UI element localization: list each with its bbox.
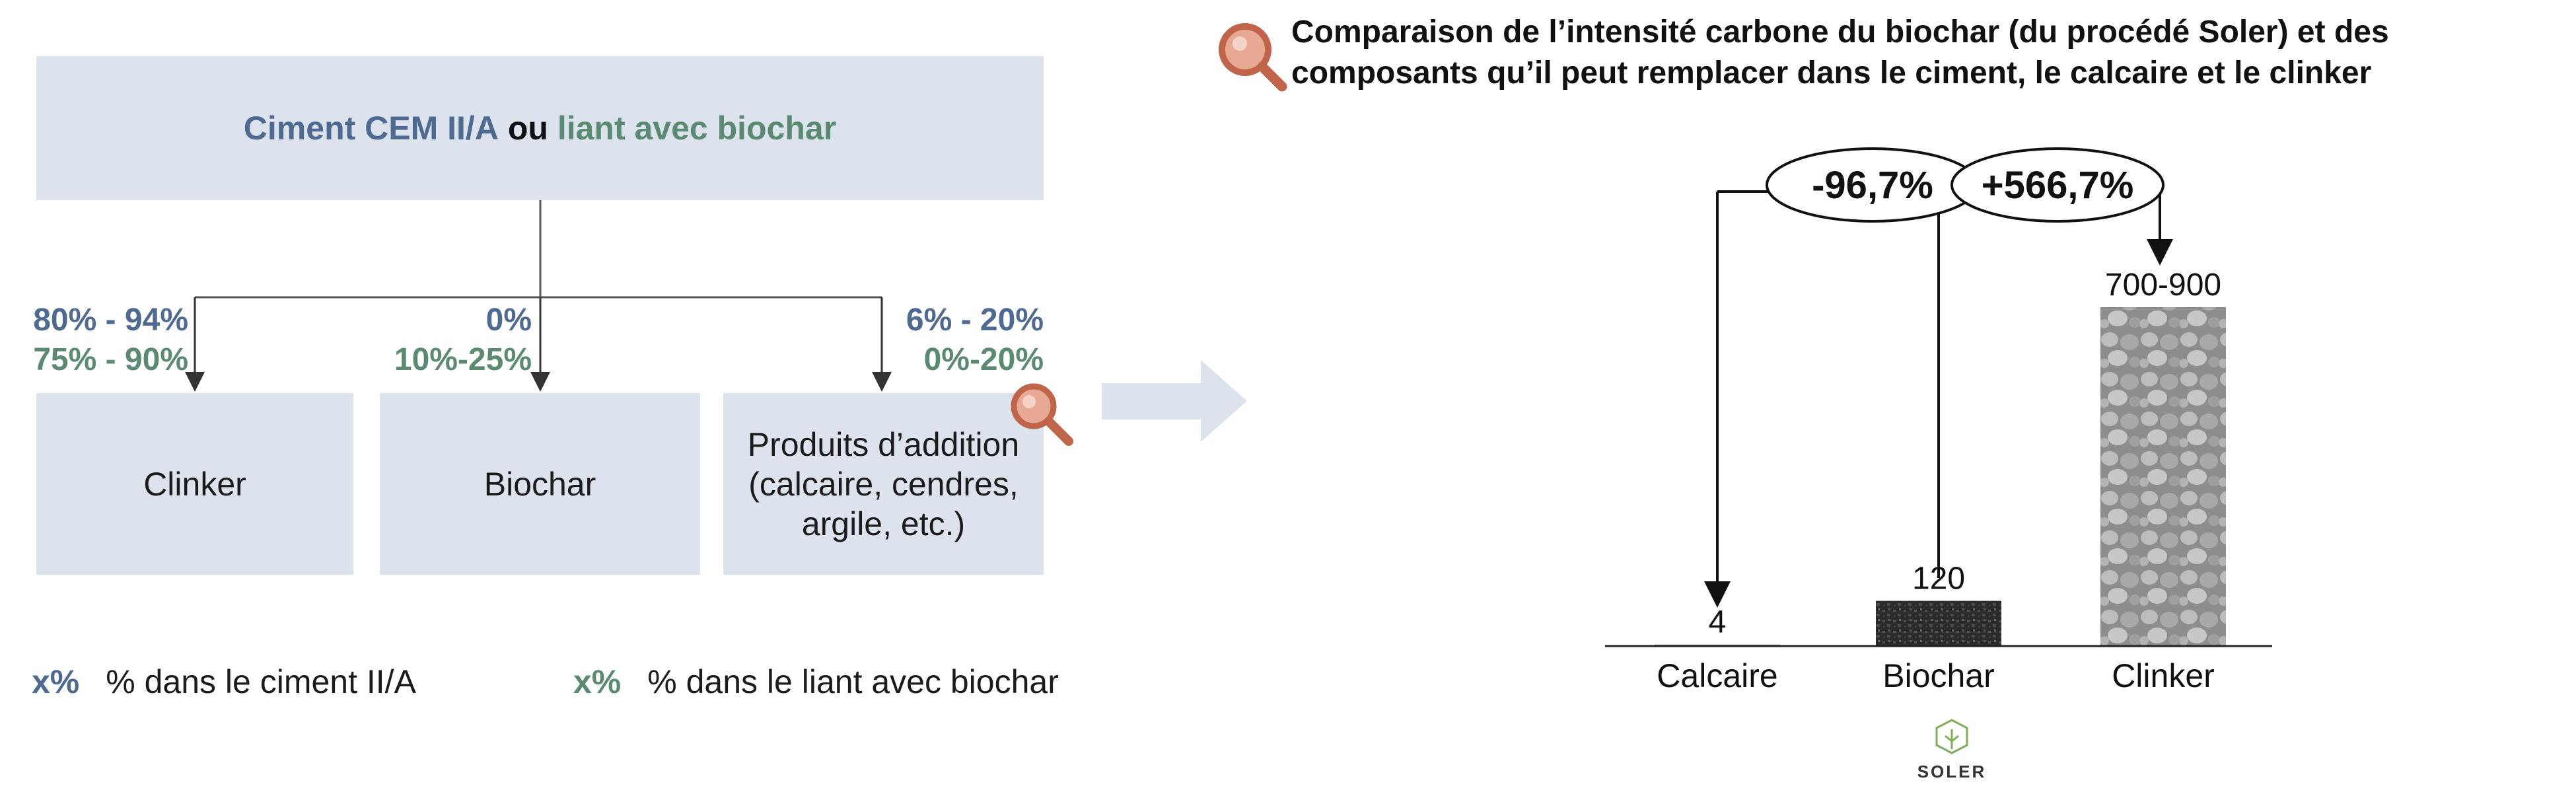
box-produits: Produits d’addition (calcaire, cendres, … [723, 393, 1044, 575]
value-label-clinker: 700-900 [2105, 268, 2221, 303]
top-box-liant: liant avec biochar [557, 110, 837, 147]
pct-biochar-ciment: 0% [485, 303, 532, 338]
category-label-clinker: Clinker [2112, 657, 2215, 694]
tree-connectors [185, 200, 892, 392]
top-box: Ciment CEM II/A ou liant avec biochar [36, 56, 1044, 200]
box-clinker-label: Clinker [143, 465, 246, 503]
legend-ciment: x% % dans le ciment II/A [32, 663, 416, 701]
soler-logo-icon: SOLER [1917, 719, 1987, 781]
delta-clinker-ellipse [1950, 147, 2165, 223]
bar-clinker [2100, 307, 2226, 646]
magnifier-icon [1011, 383, 1073, 446]
pct-clinker-liant: 75% - 90% [33, 342, 188, 377]
category-label-biochar: Biochar [1882, 657, 1995, 694]
pct-biochar-liant: 10%-25% [394, 342, 532, 377]
top-box-ciment: Ciment CEM II/A [243, 110, 499, 147]
pct-produits-ciment: 6% - 20% [906, 303, 1044, 338]
pct-clinker-ciment: 80% - 94% [33, 303, 188, 338]
value-label-biochar: 120 [1912, 561, 1965, 597]
legend-ciment-text: % dans le ciment II/A [106, 663, 416, 700]
box-biochar-label: Biochar [483, 465, 596, 503]
soler-logo-text: SOLER [1917, 762, 1987, 781]
delta-calcaire: -96,7% [1812, 164, 1933, 207]
legend-liant-symbol: x% [573, 663, 622, 700]
box-clinker: Clinker [36, 393, 353, 575]
legend-liant: x% % dans le liant avec biochar [573, 663, 1059, 701]
right-arrow-icon [1102, 360, 1247, 442]
delta-clinker: +566,7% [1982, 164, 2134, 207]
box-produits-label: Produits d’addition (calcaire, cendres, … [747, 425, 1020, 542]
value-label-calcaire: 4 [1709, 605, 1727, 640]
legend-ciment-symbol: x% [32, 663, 80, 700]
comparison-title: Comparaison de l’intensité carbone du bi… [1291, 15, 2389, 90]
category-label-calcaire: Calcaire [1657, 657, 1777, 694]
title-magnifier-icon [1219, 23, 1287, 92]
legend-liant-text: % dans le liant avec biochar [647, 663, 1059, 700]
top-box-ou: ou [498, 110, 557, 147]
bar-biochar [1876, 600, 2001, 646]
pct-produits-liant: 0%-20% [923, 342, 1044, 377]
box-biochar: Biochar [380, 393, 700, 575]
